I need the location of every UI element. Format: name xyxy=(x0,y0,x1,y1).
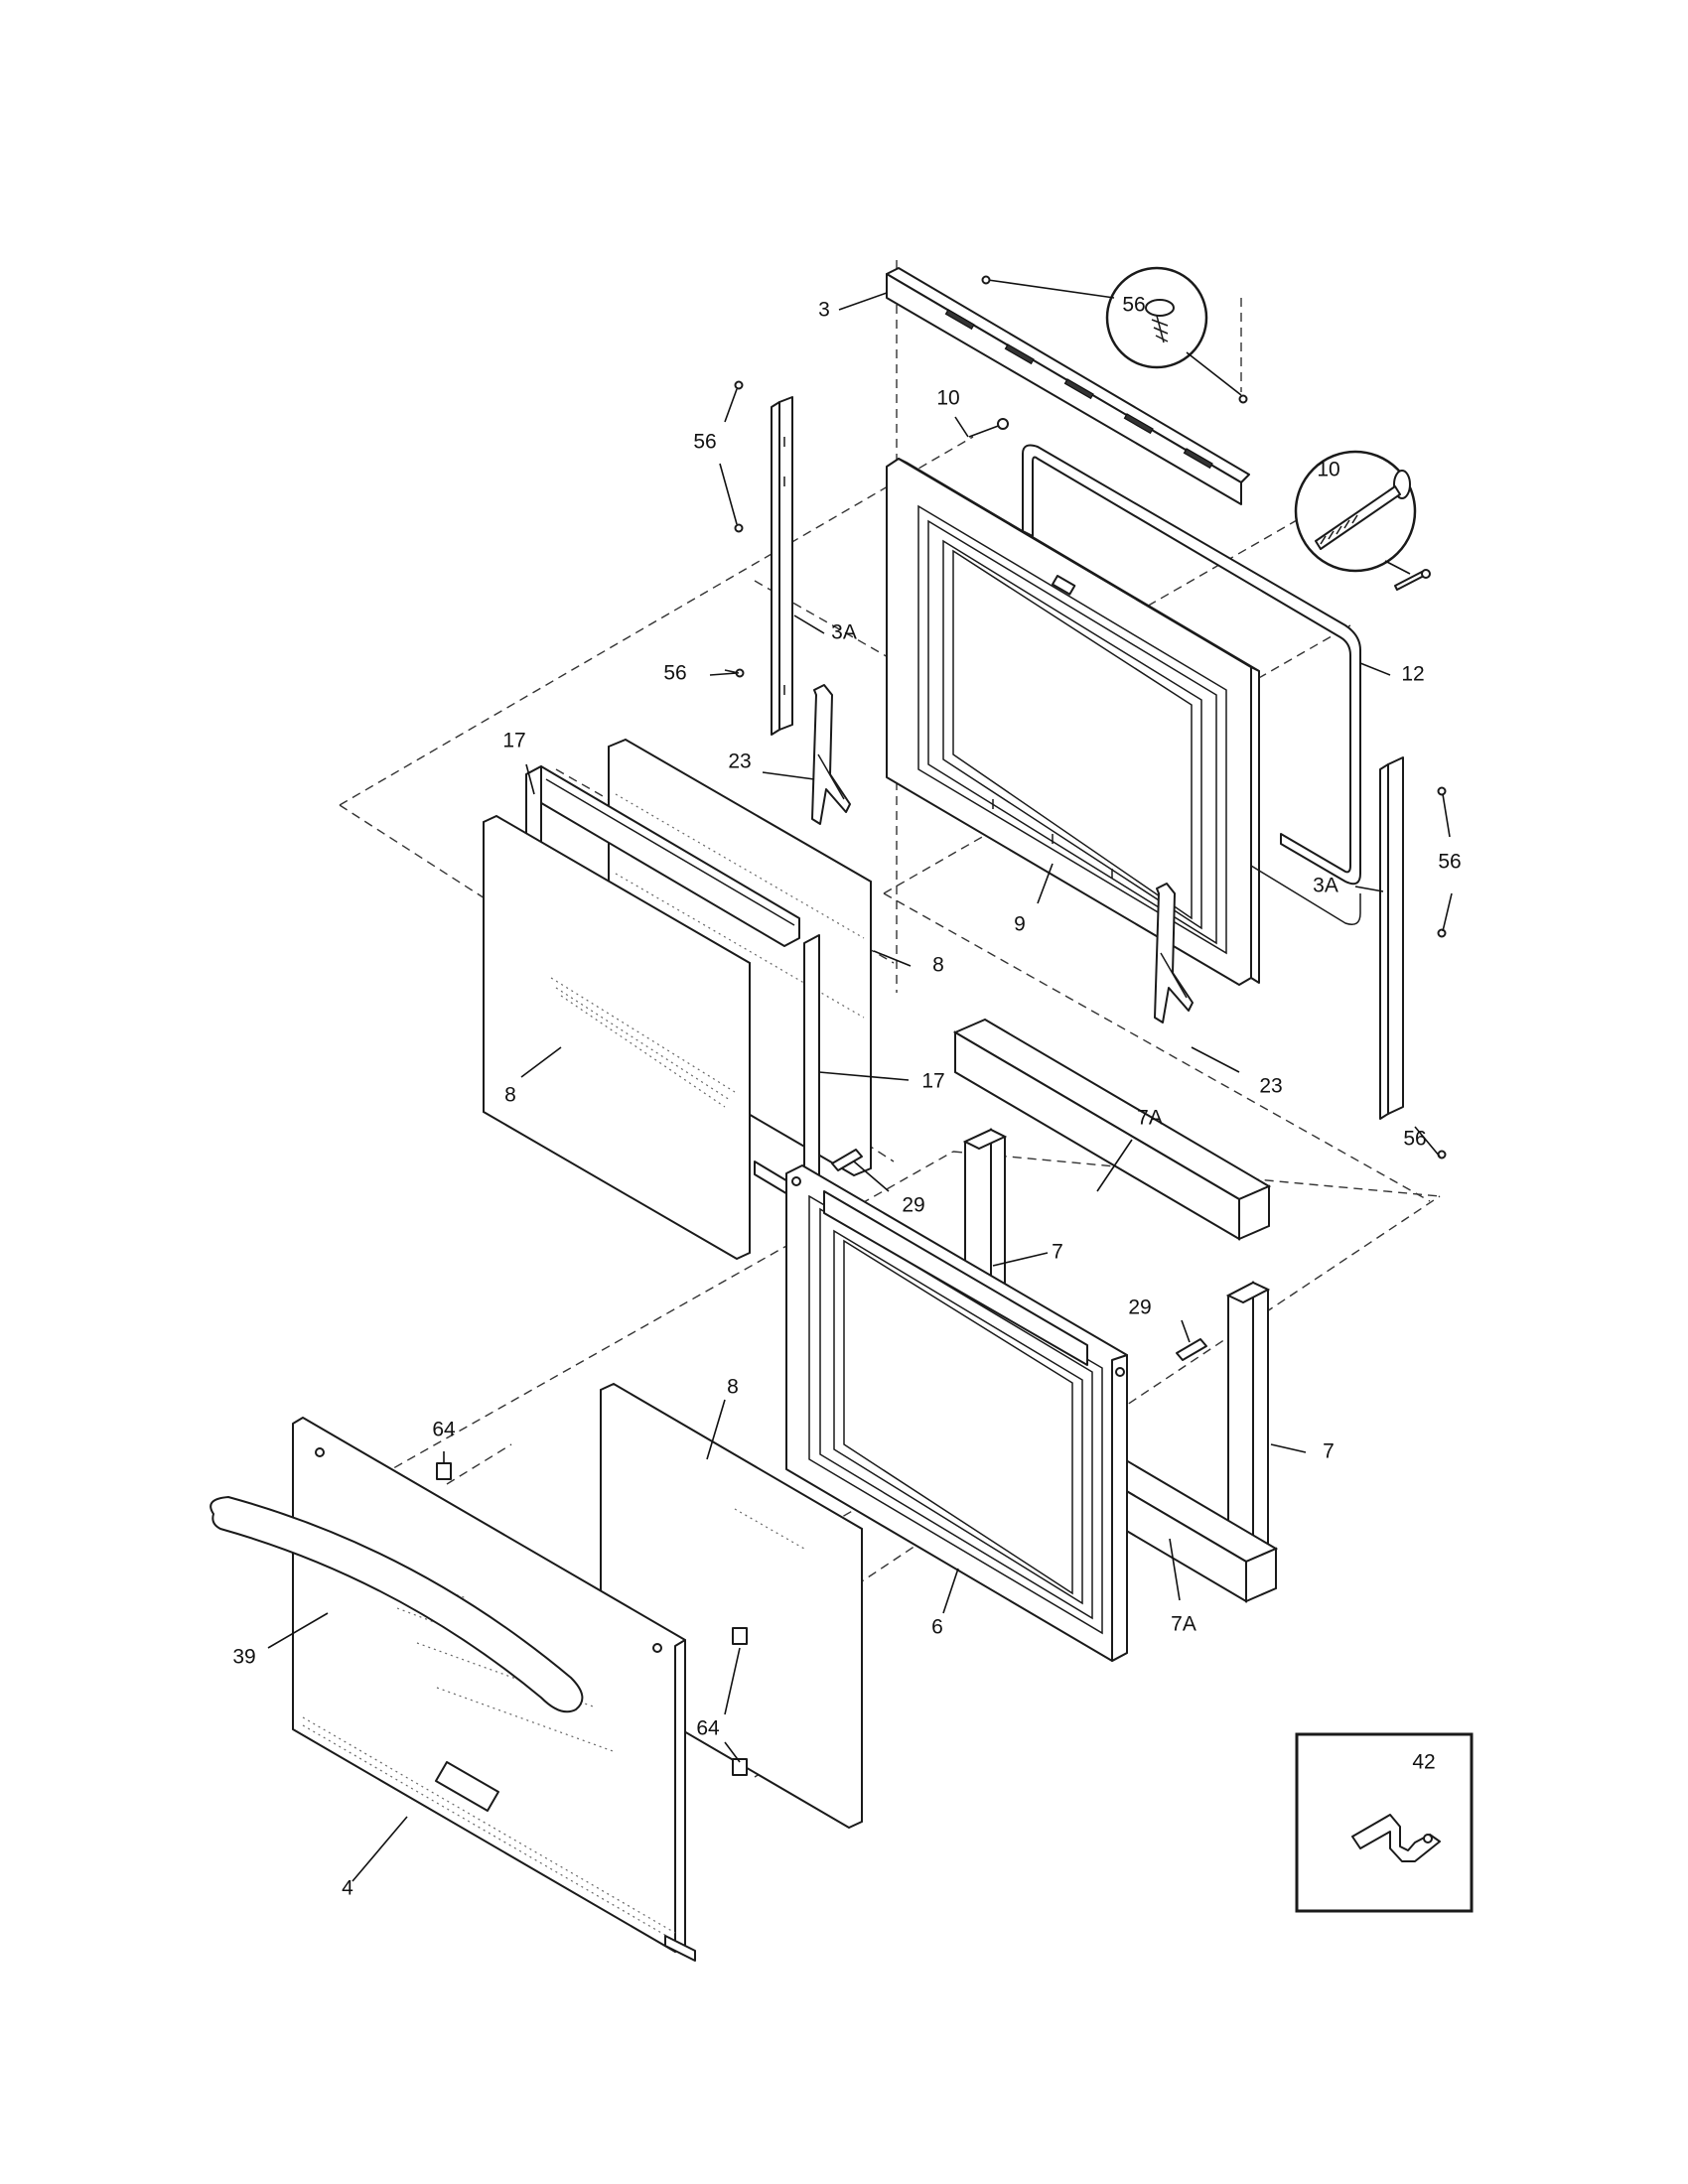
callout-12: 12 xyxy=(1401,663,1424,686)
callout-8-right: 8 xyxy=(932,954,944,977)
callout-3A-right: 3A xyxy=(1313,875,1338,897)
callout-56-left-upper: 56 xyxy=(693,431,716,454)
callout-64-upper: 64 xyxy=(432,1419,456,1441)
outer-door-panel xyxy=(292,1417,696,1962)
callout-8-left: 8 xyxy=(504,1084,516,1107)
door-gasket xyxy=(1022,444,1361,925)
callout-56-left-lower: 56 xyxy=(663,662,686,685)
callout-56-right-upper: 56 xyxy=(1438,851,1461,874)
callout-56-right-lower: 56 xyxy=(1403,1128,1426,1151)
side-trim-left xyxy=(724,380,793,736)
callout-labels: 3 56 10 10 56 3A 56 12 17 23 56 3A 8 9 1… xyxy=(232,294,1461,1900)
callout-17-lower: 17 xyxy=(921,1070,944,1093)
door-handle xyxy=(210,1496,584,1713)
callout-23-right: 23 xyxy=(1259,1075,1282,1098)
callout-17-upper: 17 xyxy=(502,730,525,752)
screw-detail-circle-top xyxy=(981,266,1248,404)
callout-7-lower: 7 xyxy=(1323,1440,1335,1463)
side-trim-right xyxy=(1379,756,1447,1160)
callout-3A-left: 3A xyxy=(831,621,857,644)
callout-10-top: 10 xyxy=(936,387,959,410)
callout-42: 42 xyxy=(1412,1751,1435,1774)
callout-56-top-circle: 56 xyxy=(1122,294,1145,317)
top-vent-trim xyxy=(886,267,1250,505)
callout-7-upper: 7 xyxy=(1052,1241,1063,1264)
callout-9: 9 xyxy=(1014,913,1026,936)
hinge-right xyxy=(1154,883,1194,1024)
callout-6: 6 xyxy=(931,1616,943,1639)
callout-7A-bottom: 7A xyxy=(1171,1613,1196,1636)
bolt-detail-circle xyxy=(1294,450,1431,591)
callout-39: 39 xyxy=(232,1646,255,1669)
inner-door-frame xyxy=(886,458,1260,986)
callout-8-lower: 8 xyxy=(727,1376,739,1399)
callout-3: 3 xyxy=(818,299,830,322)
detail-box-42 xyxy=(1295,1732,1474,1913)
callout-29-lower: 29 xyxy=(1128,1297,1151,1319)
callout-4: 4 xyxy=(342,1877,353,1900)
inner-door-panel xyxy=(785,1149,1207,1662)
callout-64-lower: 64 xyxy=(696,1717,720,1740)
callout-10-circle: 10 xyxy=(1317,459,1339,481)
hinge-left xyxy=(811,684,851,825)
callout-7A-top: 7A xyxy=(1137,1107,1163,1130)
glass-pack-upper xyxy=(483,738,872,1261)
callout-23-left: 23 xyxy=(728,751,751,773)
glass-supports xyxy=(436,1462,748,1776)
leader-lines xyxy=(267,292,1453,1882)
callout-29-upper: 29 xyxy=(902,1194,924,1217)
